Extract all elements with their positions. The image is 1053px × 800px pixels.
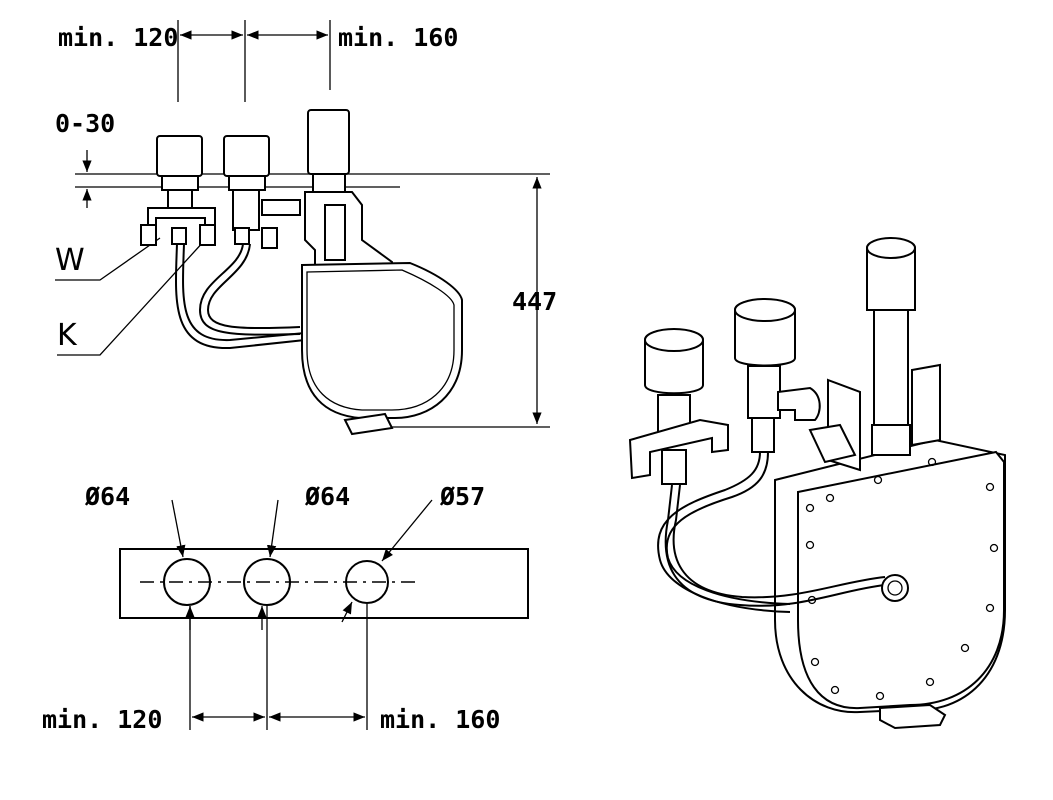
label-k: K	[57, 318, 78, 353]
height-dimension	[385, 173, 550, 428]
side-view	[140, 109, 463, 436]
dim-top-min-160: min. 160	[338, 23, 458, 52]
dim-height: 447	[512, 287, 557, 316]
diameter-label-1: Ø64	[84, 482, 130, 511]
front-plate-view	[119, 499, 529, 730]
leader-lines	[55, 237, 206, 356]
top-dimension-lines	[177, 20, 331, 102]
dim-offset-range: 0-30	[55, 109, 115, 138]
label-w: W	[55, 243, 85, 278]
dim-top-min-120: min. 120	[58, 23, 178, 52]
dim-bottom-min-160: min. 160	[380, 705, 500, 734]
diameter-label-2: Ø64	[304, 482, 350, 511]
dim-bottom-min-120: min. 120	[42, 705, 162, 734]
diameter-label-3: Ø57	[439, 482, 485, 511]
isometric-view	[628, 237, 1006, 730]
